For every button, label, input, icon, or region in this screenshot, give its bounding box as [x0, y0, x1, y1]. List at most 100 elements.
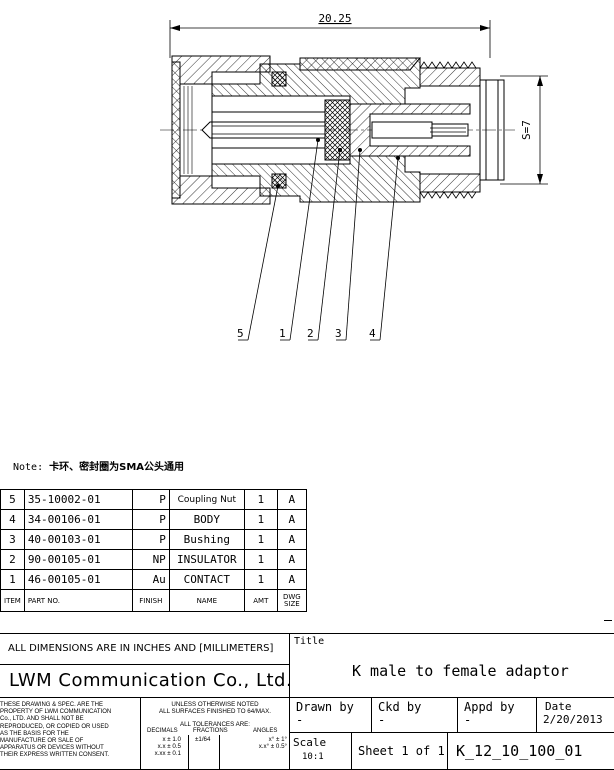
amt-cell: 1 — [243, 549, 278, 570]
leader-lines — [238, 139, 399, 341]
date-value: 2/20/2013 — [543, 713, 603, 726]
amt-cell: 1 — [243, 509, 278, 530]
callout-1: 1 — [279, 327, 286, 340]
tol-dec-line: x ± 1.0 — [162, 736, 181, 743]
dwg-number: K_12_10_100_01 — [456, 742, 583, 760]
tol-sub: ALL TOLERANCES ARE: — [179, 721, 251, 728]
legal-box: THESE DRAWING & SPEC. ARE THE PROPERTY O… — [0, 697, 141, 770]
callout-3: 3 — [335, 327, 342, 340]
tol-ang-line: x.x° ± 0.5° — [258, 743, 287, 750]
bom-row: 3 40-00103-01 P Bushing 1 A — [0, 529, 307, 550]
part-cell: 40-00103-01 — [23, 529, 133, 550]
drawn-value: - — [296, 713, 304, 727]
diameter-dimension: S=7 — [500, 75, 548, 185]
company-name: LWM Communication Co., Ltd. — [9, 670, 293, 691]
size-cell: A — [276, 549, 307, 570]
size-header-line2: SIZE — [283, 599, 300, 608]
scale-label: Scale — [293, 736, 327, 749]
amt-header: AMT — [243, 589, 278, 612]
bill-of-materials: 5 35-10002-01 P Coupling Nut 1 A 4 34-00… — [0, 489, 307, 612]
note-text: 卡环、密封圈为SMA公头通用 — [49, 462, 185, 473]
tol-ang-line: x° ± 1° — [268, 736, 287, 743]
tol-dec-line: x.xx ± 0.1 — [154, 750, 181, 757]
tol-frac-col — [188, 735, 220, 769]
legal-line: AS THE BASIS FOR THE — [0, 730, 69, 737]
part-header: PART NO. — [23, 589, 133, 612]
size-cell: A — [276, 509, 307, 530]
approved-label: Appd by — [464, 700, 515, 714]
dwg-number-box: K_12_10_100_01 — [447, 732, 614, 770]
legal-line: REPRODUCED, OR COPIED OR USED — [0, 723, 109, 730]
finish-cell: Au — [131, 569, 170, 590]
legal-line: PROPERTY OF LWM COMMUNICATION — [0, 709, 112, 716]
legal-text: THESE DRAWING & SPEC. ARE THE PROPERTY O… — [0, 702, 111, 760]
item-cell: 1 — [0, 569, 25, 590]
checked-value: - — [378, 713, 386, 727]
amt-cell: 1 — [243, 529, 278, 550]
scale-box: Scale 10:1 — [289, 732, 352, 770]
part-cell: 90-00105-01 — [23, 549, 133, 570]
name-cell: Coupling Nut — [168, 489, 245, 510]
scale-value: 10:1 — [302, 752, 324, 762]
bom-row: 1 46-00105-01 Au CONTACT 1 A — [0, 569, 307, 590]
finish-header: FINISH — [131, 589, 170, 612]
item-cell: 5 — [0, 489, 25, 510]
legal-line: THEIR EXPRESS WRITTEN CONSENT. — [0, 752, 110, 759]
part-cell: 34-00106-01 — [23, 509, 133, 530]
bom-row: 5 35-10002-01 P Coupling Nut 1 A — [0, 489, 307, 510]
checked-label: Ckd by — [378, 700, 422, 714]
size-cell: A — [276, 489, 307, 510]
name-cell: BODY — [168, 509, 245, 530]
drawing-title: K male to female adaptor — [352, 662, 569, 680]
part-cell: 35-10002-01 — [23, 489, 133, 510]
cross-section-drawing: 20.25 S=7 — [160, 12, 548, 341]
drawn-label: Drawn by — [296, 700, 354, 714]
tol-decimals: x ± 1.0 x.x ± 0.5 x.xx ± 0.1 — [143, 736, 181, 757]
drawn-box: Drawn by - — [289, 697, 372, 733]
tol-head-line: ALL SURFACES FINISHED TO 64/MAX. — [159, 708, 271, 715]
checked-box: Ckd by - — [371, 697, 458, 733]
dims-note-box: ALL DIMENSIONS ARE IN INCHES AND [MILLIM… — [0, 633, 290, 665]
item-cell: 3 — [0, 529, 25, 550]
legal-line: THESE DRAWING & SPEC. ARE THE — [0, 702, 104, 708]
sheet-value: Sheet 1 of 1 — [358, 744, 445, 758]
item-header: ITEM — [0, 589, 25, 612]
approved-box: Appd by - — [457, 697, 537, 733]
date-label: Date — [545, 700, 572, 713]
finish-cell: P — [131, 489, 170, 510]
tol-dec-line: x.x ± 0.5 — [157, 743, 181, 750]
size-cell: A — [276, 529, 307, 550]
finish-cell: NP — [131, 549, 170, 570]
size-cell: A — [276, 569, 307, 590]
note-prefix: Note: — [13, 462, 44, 473]
sheet-box: Sheet 1 of 1 — [351, 732, 448, 770]
bom-row: 4 34-00106-01 P BODY 1 A — [0, 509, 307, 530]
drawing-note: Note: 卡环、密封圈为SMA公头通用 — [13, 458, 184, 473]
bushing — [349, 103, 471, 157]
finish-cell: P — [131, 529, 170, 550]
finish-cell: P — [131, 509, 170, 530]
size-header-line1: DWG — [282, 592, 301, 601]
amt-cell: 1 — [243, 489, 278, 510]
title-box: Title K male to female adaptor — [289, 633, 614, 698]
tolerance-box: UNLESS OTHERWISE NOTED ALL SURFACES FINI… — [140, 697, 290, 770]
tol-col-fractions: FRACTIONS — [193, 728, 228, 734]
name-cell: CONTACT — [168, 569, 245, 590]
legal-line: Co., LTD. AND SHALL NOT BE — [0, 716, 84, 723]
tol-angles: x° ± 1° x.x° ± 0.5° — [245, 736, 287, 750]
amt-cell: 1 — [243, 569, 278, 590]
item-cell: 4 — [0, 509, 25, 530]
length-dimension: 20.25 — [169, 12, 491, 58]
tol-head-line: UNLESS OTHERWISE NOTED — [171, 701, 259, 708]
dims-note: ALL DIMENSIONS ARE IN INCHES AND [MILLIM… — [8, 643, 274, 654]
legal-line: MANUFACTURE OR SALE OF — [0, 738, 84, 745]
name-header: NAME — [168, 589, 245, 612]
diameter-dimension-text: S=7 — [520, 120, 533, 140]
insulator — [324, 99, 351, 161]
length-dimension-text: 20.25 — [318, 12, 351, 25]
date-box: Date 2/20/2013 — [536, 697, 614, 733]
callout-2: 2 — [307, 327, 314, 340]
border-tick — [604, 620, 612, 621]
